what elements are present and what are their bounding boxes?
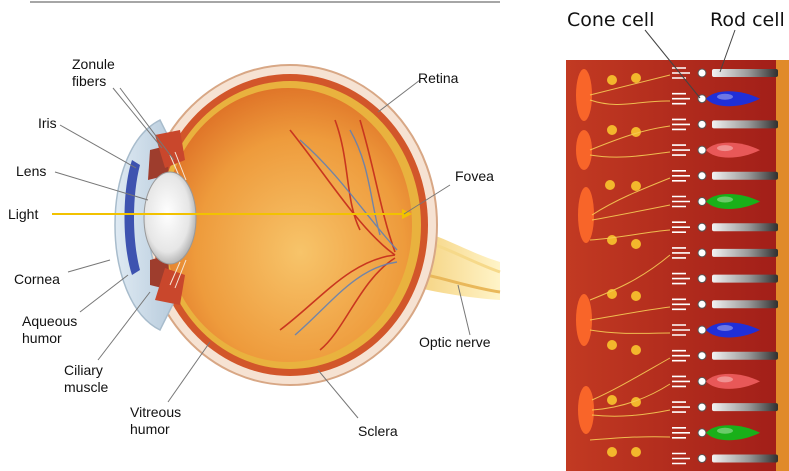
zonule-fibers-label: Zonule fibers <box>72 56 115 90</box>
cone-cell-label: Cone cell <box>567 9 654 31</box>
cornea-label: Cornea <box>14 271 60 288</box>
lens-label: Lens <box>16 163 46 180</box>
light-label: Light <box>8 206 38 223</box>
ciliary-muscle-label: Ciliary muscle <box>64 362 108 396</box>
fovea-label: Fovea <box>455 168 494 185</box>
retina-label: Retina <box>418 70 458 87</box>
aqueous-humor-label: Aqueous humor <box>22 313 77 347</box>
lens-shape <box>144 172 196 264</box>
vitreous-humor-label: Vitreous humor <box>130 404 181 438</box>
sclera-label: Sclera <box>358 423 398 440</box>
rod-cell-label: Rod cell <box>710 9 785 31</box>
optic-nerve-label: Optic nerve <box>419 334 491 351</box>
iris-label: Iris <box>38 115 57 132</box>
